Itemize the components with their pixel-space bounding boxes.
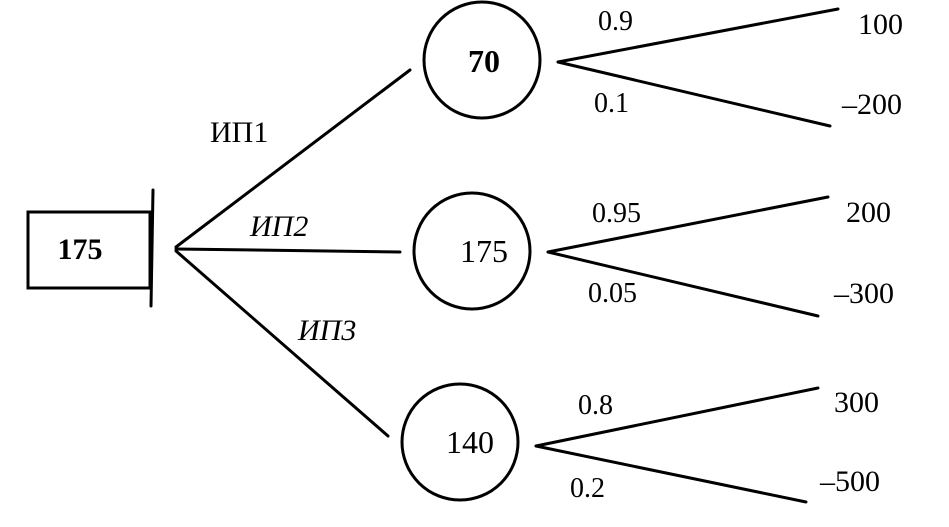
payoff-ip2-1: 200 <box>846 196 891 229</box>
chance-value-ip2: 175 <box>460 233 508 269</box>
outcome-edge-ip3-1 <box>534 386 820 448</box>
probability-ip3-1: 0.8 <box>578 390 613 421</box>
probability-ip3-2: 0.2 <box>570 473 605 504</box>
payoff-ip3-1: 300 <box>834 386 879 419</box>
chance-value-ip3: 140 <box>446 424 494 460</box>
branch-edge-ip1 <box>174 68 412 249</box>
branch-edge-ip2 <box>174 247 402 254</box>
chance-value-ip1: 70 <box>468 43 500 79</box>
branch-label-ip1: ИП1 <box>210 116 268 149</box>
probability-ip2-1: 0.95 <box>592 198 641 229</box>
decision-bar <box>149 188 155 308</box>
probability-ip1-1: 0.9 <box>598 6 633 37</box>
payoff-ip1-2: –200 <box>841 88 902 121</box>
payoff-ip3-2: –500 <box>819 465 880 498</box>
probability-ip2-2: 0.05 <box>588 278 637 309</box>
payoff-ip2-2: –300 <box>833 277 894 310</box>
branch-edge-ip3 <box>174 249 390 438</box>
outcome-edge-ip3-2 <box>534 444 808 504</box>
chance-node-ip3 <box>400 382 520 502</box>
outcome-edge-ip2-2 <box>546 250 820 318</box>
outcome-edge-ip1-1 <box>556 7 840 64</box>
outcome-edge-ip2-1 <box>546 195 830 254</box>
branch-label-ip3: ИП3 <box>297 314 356 347</box>
outcome-edge-ip1-2 <box>556 60 832 128</box>
payoff-ip1-1: 100 <box>858 8 903 41</box>
chance-node-ip2 <box>412 191 532 311</box>
branch-label-ip2: ИП2 <box>249 210 308 243</box>
chance-node-ip1 <box>422 0 542 120</box>
root-decision-box <box>26 210 152 290</box>
root-value: 175 <box>58 233 103 266</box>
probability-ip1-2: 0.1 <box>594 88 629 119</box>
